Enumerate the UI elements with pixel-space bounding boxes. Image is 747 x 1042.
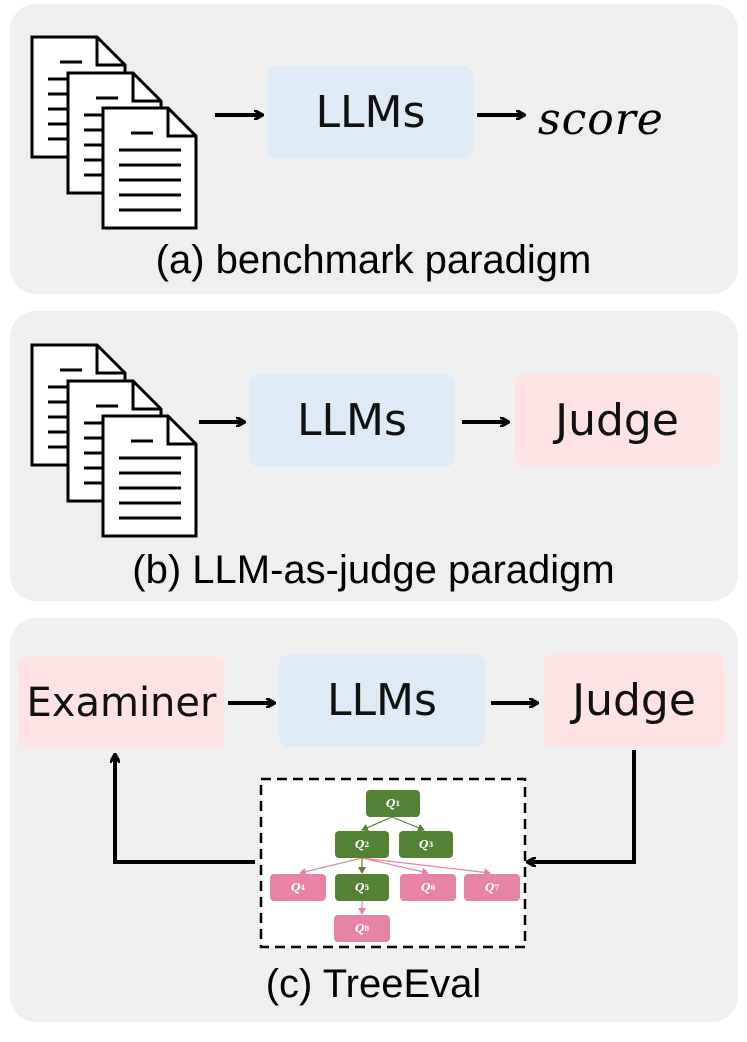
caption-llm-as-judge: (b) LLM-as-judge paradigm bbox=[132, 548, 615, 592]
llms-box-b: LLMs bbox=[249, 374, 455, 467]
caption-benchmark: (a) benchmark paradigm bbox=[155, 238, 592, 282]
examiner-box: Examiner bbox=[18, 656, 225, 749]
document-stack-icon bbox=[30, 35, 198, 230]
caption-treeeval: (c) TreeEval bbox=[265, 962, 482, 1006]
arrow-up-icon bbox=[115, 755, 255, 864]
score-label: score bbox=[538, 94, 664, 145]
judge-box-b: Judge bbox=[514, 374, 720, 467]
document-stack-icon bbox=[30, 343, 198, 538]
arrow-left-icon bbox=[528, 750, 636, 862]
llms-box-a: LLMs bbox=[268, 66, 473, 159]
tree-edges bbox=[299, 816, 491, 915]
llms-box-c: LLMs bbox=[279, 654, 485, 747]
judge-box-c: Judge bbox=[543, 654, 725, 747]
